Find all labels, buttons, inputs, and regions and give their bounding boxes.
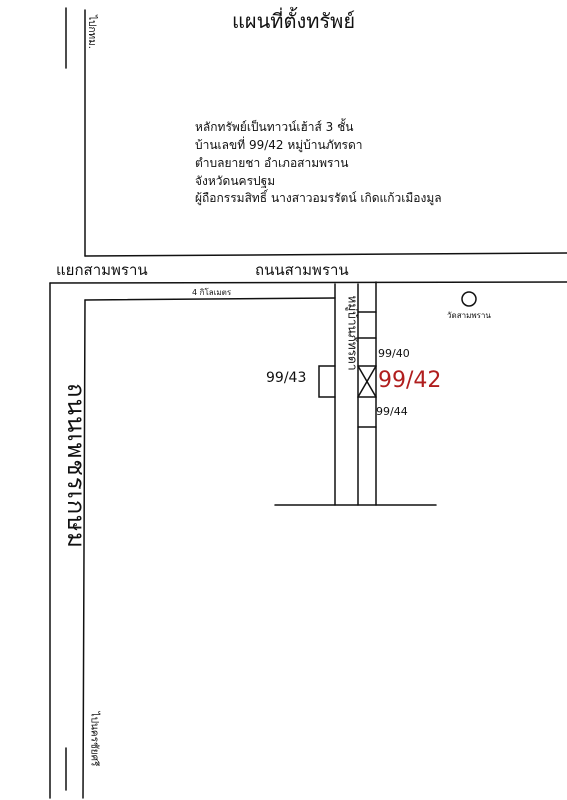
lot-label-99-40: 99/40 [378, 347, 410, 360]
road-label-samphran-road: ถนนสามพราน [255, 261, 349, 279]
description-line-5: ผู้ถือกรรมสิทธิ์ นางสาวอมรรัตน์ เกิดแก้ว… [195, 191, 442, 205]
temple-label: วัดสามพราน [447, 311, 491, 320]
lot-99-43-box [318, 365, 336, 398]
main-road-label: ถนนเพชรเกษม [61, 383, 90, 549]
subject-lot-label: 99/42 [378, 368, 442, 393]
description-line-3: ตำบลยายชา อำเภอสามพราน [195, 156, 349, 170]
distance-line [84, 297, 336, 301]
description-line-2: บ้านเลขที่ 99/42 หมู่บ้านภัทรดา [195, 138, 363, 152]
description-line-4: จังหวัดนครปฐม [195, 174, 276, 188]
top-road-line-upper [49, 281, 567, 284]
lot-label-99-44: 99/44 [376, 405, 408, 418]
description-line-1: หลักทรัพย์เป็นทาวน์เฮ้าส์ 3 ชั้น [195, 120, 354, 134]
road-label-samphran-junction: แยกสามพราน [56, 261, 148, 279]
direction-to-nakhonchaisri: ไปนครชัยศรี [88, 711, 100, 767]
main-road-line-right [82, 299, 86, 799]
temple-marker-icon [461, 291, 477, 307]
lot-label-99-43: 99/43 [266, 370, 307, 386]
distance-label: 4 กิโลเมตร [192, 288, 232, 297]
map-title: แผนที่ตั้งทรัพย์ [232, 9, 356, 33]
village-road-label: หมู่บ้านภัทรดา [345, 295, 360, 371]
upper-frame-bottom [84, 252, 567, 257]
subject-lot-cross-2 [357, 365, 377, 398]
direction-to-bangkok: ไปกทม. [85, 15, 97, 49]
